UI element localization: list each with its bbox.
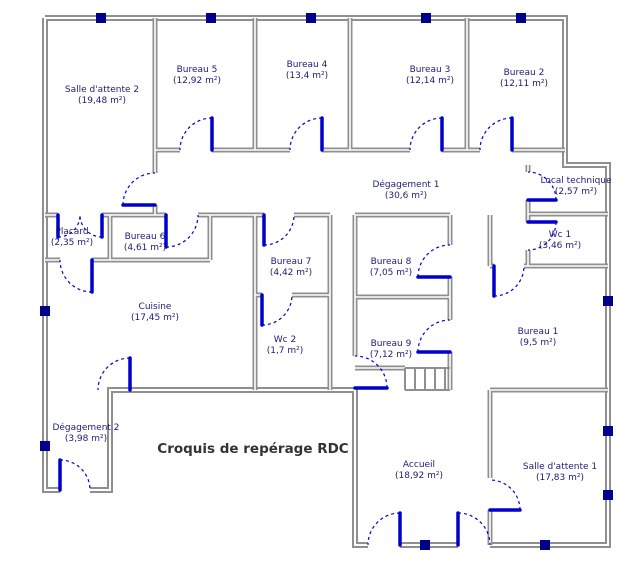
stairs-hatch (404, 367, 450, 391)
interior-walls (45, 18, 608, 545)
window-markers (40, 13, 613, 550)
plan-title: Croquis de repérage RDC (157, 441, 349, 457)
exterior-walls (42, 15, 611, 548)
door-leaves (56, 116, 558, 547)
door-arcs (57, 117, 557, 546)
